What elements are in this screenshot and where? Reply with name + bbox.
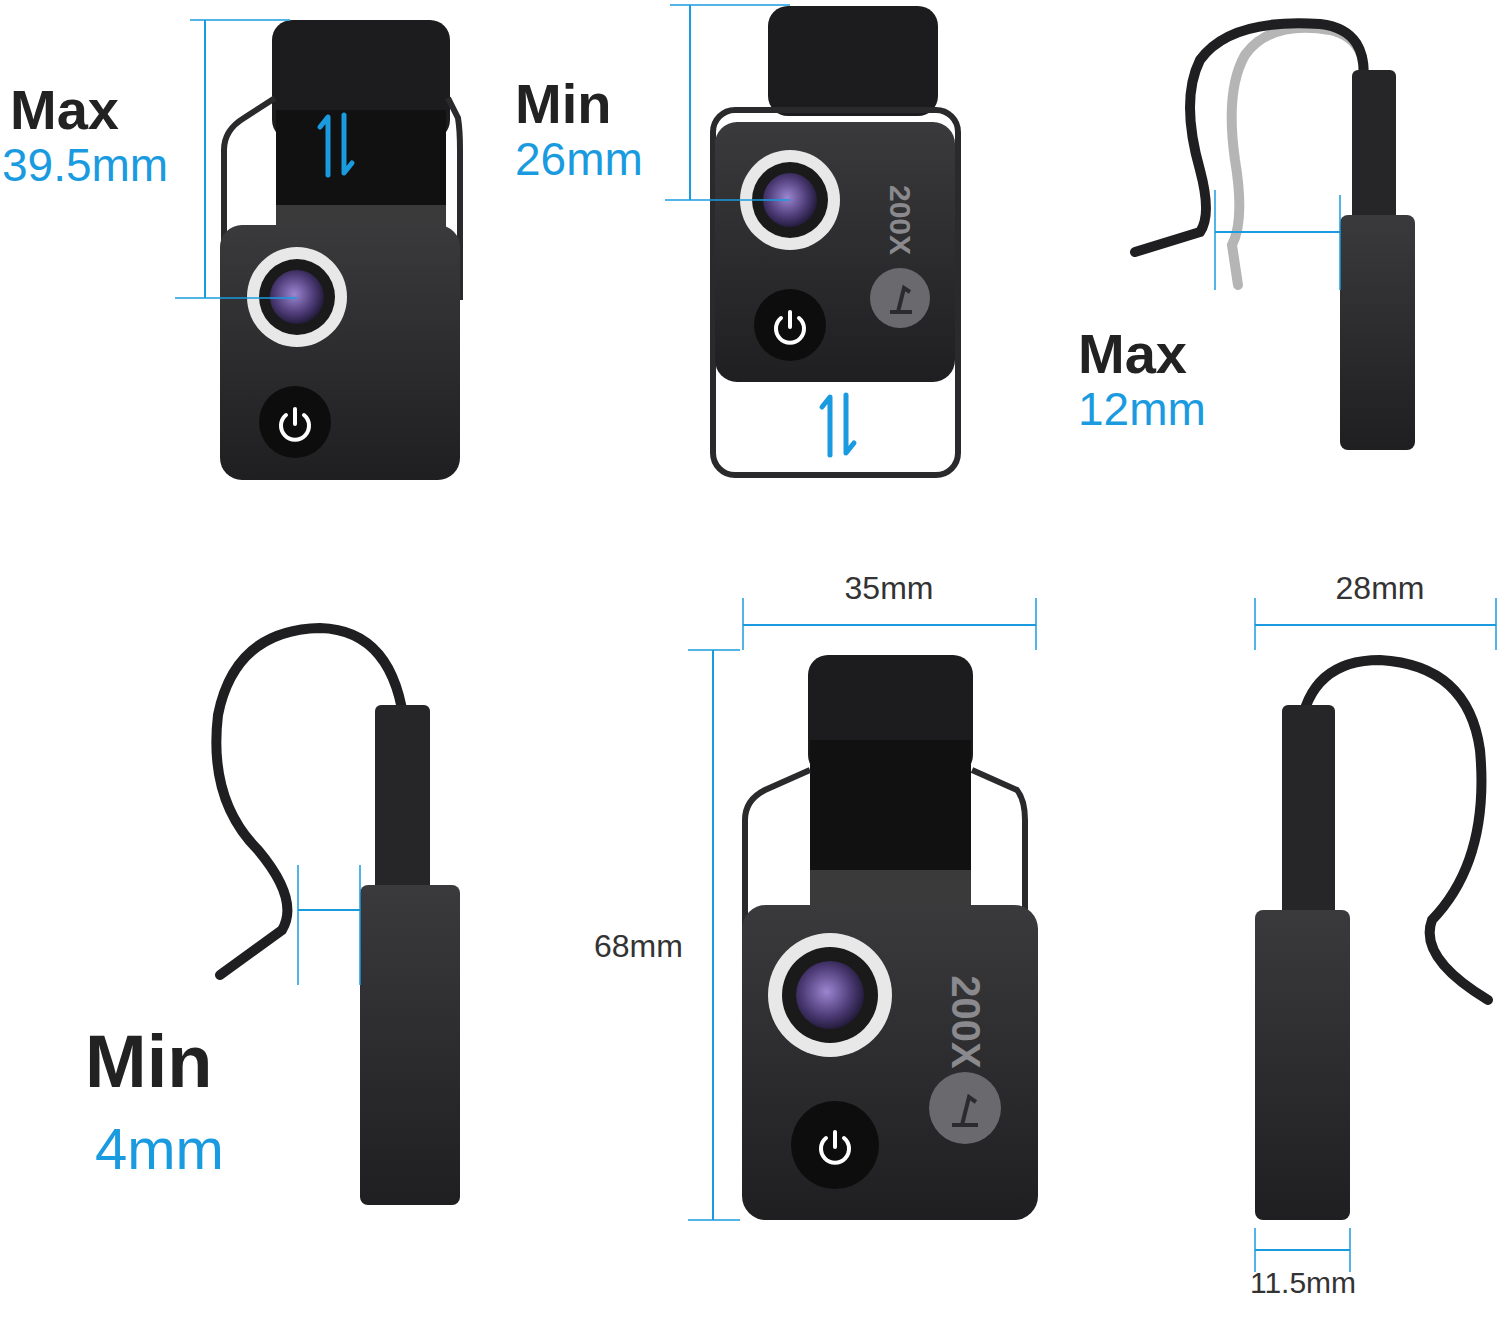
dimension-heading: Max — [10, 82, 119, 138]
dimension-value: 12mm — [1078, 386, 1206, 432]
side-view-closed-part — [298, 909, 360, 911]
front-view-max-part — [190, 19, 290, 21]
front-view-min-part — [715, 122, 955, 382]
front-view-part — [688, 1219, 740, 1221]
front-view-min-part — [776, 312, 804, 343]
front-view-min-part — [754, 289, 826, 361]
front-view-max-part — [276, 110, 446, 240]
front-view-min-part — [870, 268, 930, 328]
side-view — [1255, 598, 1496, 1272]
front-view-part — [743, 624, 1036, 626]
front-view-part — [791, 1101, 879, 1189]
front-view-max-part — [270, 270, 324, 324]
side-view-open-part — [1135, 23, 1364, 252]
front-view-min-part — [822, 395, 854, 455]
magnification-mark: 200X — [946, 975, 986, 1068]
front-view-max-part — [320, 115, 352, 175]
front-view-min-part — [665, 199, 790, 201]
side-view-part — [1495, 598, 1497, 650]
front-view-part — [688, 649, 740, 651]
dimension-value: 11.5mm — [1250, 1268, 1356, 1298]
dimension-value: 39.5mm — [2, 142, 168, 188]
front-view-max-part — [220, 225, 460, 480]
front-view-max-part — [259, 259, 335, 335]
dimension-heading: Min — [515, 76, 611, 132]
side-view-part — [1255, 1249, 1350, 1251]
dimension-heading: Min — [85, 1025, 212, 1099]
front-view-min-part — [689, 5, 691, 200]
dimension-value: 4mm — [95, 1120, 224, 1178]
side-view-closed-part — [359, 865, 361, 985]
front-view-min-part — [890, 288, 912, 312]
side-view-open-part — [1339, 195, 1341, 290]
front-view-max-part — [281, 409, 309, 440]
front-view — [688, 598, 1038, 1220]
front-view-part — [742, 905, 1038, 1220]
side-view-closed — [216, 628, 460, 1205]
dimension-value: 26mm — [515, 136, 643, 182]
side-view-open-part — [1340, 215, 1415, 450]
front-view-part — [712, 650, 714, 1220]
side-view-part — [1254, 1228, 1256, 1272]
side-view-closed-part — [297, 865, 299, 985]
front-view-min — [665, 5, 958, 475]
magnification-mark: 200X — [885, 185, 915, 255]
side-view-open-part — [1214, 190, 1216, 290]
side-view-part — [1255, 910, 1350, 1220]
dimension-heading: Max — [1078, 326, 1187, 382]
front-view-min-part — [670, 4, 790, 6]
front-view-part — [768, 933, 892, 1057]
side-view-open-part — [1215, 231, 1340, 233]
front-view-part — [796, 961, 864, 1029]
front-view-max-part — [175, 297, 297, 299]
front-view-part — [742, 598, 744, 650]
front-view-min-part — [768, 6, 938, 116]
side-view-part — [1255, 624, 1496, 626]
front-view-part — [810, 870, 971, 906]
front-view-max-part — [204, 20, 206, 298]
front-view-max — [175, 20, 460, 480]
front-view-part — [782, 947, 878, 1043]
side-view-closed-part — [360, 885, 460, 1205]
front-view-part — [821, 1132, 849, 1163]
side-view-part — [1254, 598, 1256, 650]
front-view-part — [929, 1072, 1001, 1144]
dimension-value: 35mm — [845, 572, 934, 604]
side-view-part — [1349, 1228, 1351, 1272]
dimension-value: 28mm — [1336, 572, 1425, 604]
front-view-min-part — [713, 110, 958, 475]
front-view-max-part — [259, 386, 331, 458]
front-view-part — [1035, 598, 1037, 650]
dimension-value: 68mm — [592, 930, 685, 962]
front-view-part — [952, 1097, 978, 1125]
front-view-max-part — [247, 247, 347, 347]
